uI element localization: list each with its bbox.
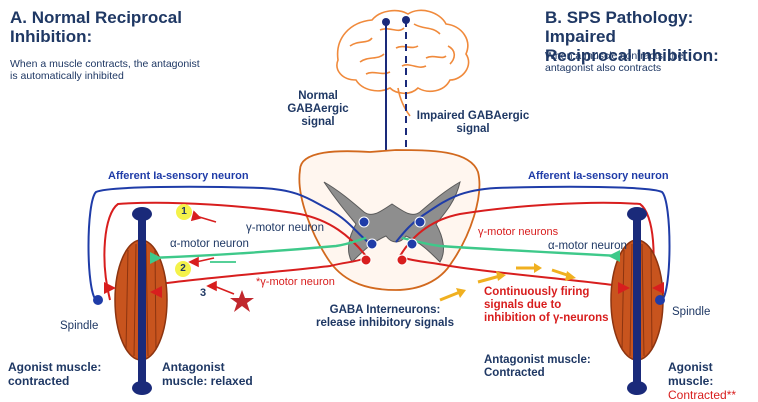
- panel-b-desc-line1: When a muscle contracts, the: [545, 50, 683, 62]
- left-agonist-line1: Agonist muscle:: [8, 360, 101, 374]
- left-antagonist-line1: Antagonist: [162, 360, 253, 374]
- right-alpha-motor-label: α-motor neuron: [548, 240, 627, 253]
- step-badge-1: 1: [176, 204, 192, 220]
- firing-line1: Continuously firing: [484, 286, 609, 299]
- right-agonist-label: Agonist muscle: Contracted**: [668, 360, 758, 402]
- firing-line2: signals due to: [484, 299, 609, 312]
- panel-a-description: When a muscle contracts, the antagonist …: [10, 58, 200, 82]
- left-afferent-label: Afferent Ia-sensory neuron: [108, 170, 249, 183]
- left-spindle-label: Spindle: [60, 320, 98, 333]
- right-antagonist-label: Antagonist muscle: Contracted: [484, 354, 591, 380]
- step-badge-3: 3: [197, 286, 209, 300]
- left-alpha-motor-label: α-motor neuron: [170, 238, 249, 251]
- firing-line3: inhibition of γ-neurons: [484, 312, 609, 325]
- impaired-signal-label: Impaired GABAergic signal: [414, 110, 532, 136]
- interneurons-line1: GABA Interneurons:: [300, 304, 470, 317]
- right-afferent-label: Afferent Ia-sensory neuron: [528, 170, 669, 183]
- right-antagonist-line2: Contracted: [484, 367, 591, 380]
- right-gamma-motor-label: γ-motor neurons: [478, 226, 558, 239]
- interneurons-line2: release inhibitory signals: [300, 317, 470, 330]
- panel-a-title-line1: A. Normal Reciprocal: [10, 8, 182, 27]
- right-agonist-line2: Contracted**: [668, 388, 758, 402]
- left-gamma-motor-red-label: *γ-motor neuron: [256, 276, 335, 289]
- panel-a-title-line2: Inhibition:: [10, 27, 182, 46]
- panel-b-title-line1: B. SPS Pathology: Impaired: [545, 8, 758, 46]
- right-antagonist-line1: Antagonist muscle:: [484, 354, 591, 367]
- step-badge-2: 2: [175, 261, 191, 277]
- normal-signal-label: Normal GABAergic signal: [266, 90, 370, 129]
- panel-a-desc-line1: When a muscle contracts, the antagonist: [10, 58, 200, 70]
- left-antagonist-label: Antagonist muscle: relaxed: [162, 360, 253, 388]
- right-agonist-line1: Agonist muscle:: [668, 360, 758, 388]
- impaired-signal-line2: signal: [414, 123, 532, 136]
- firing-label: Continuously firing signals due to inhib…: [484, 286, 609, 325]
- interneurons-label: GABA Interneurons: release inhibitory si…: [300, 304, 470, 330]
- normal-signal-line2: signal: [266, 116, 370, 129]
- panel-b-desc-line2: antagonist also contracts: [545, 62, 683, 74]
- spinal-cord: [299, 150, 479, 290]
- panel-b-description: When a muscle contracts, the antagonist …: [545, 50, 683, 74]
- left-agonist-line2: contracted: [8, 374, 101, 388]
- panel-a-desc-line2: is automatically inhibited: [10, 70, 200, 82]
- left-gamma-motor-label: γ-motor neuron: [246, 222, 324, 235]
- panel-a-title: A. Normal Reciprocal Inhibition:: [10, 8, 182, 46]
- right-spindle-label: Spindle: [672, 306, 710, 319]
- impaired-signal-line1: Impaired GABAergic: [414, 110, 532, 123]
- left-antagonist-line2: muscle: relaxed: [162, 374, 253, 388]
- normal-signal-line1: Normal GABAergic: [266, 90, 370, 116]
- left-agonist-label: Agonist muscle: contracted: [8, 360, 101, 388]
